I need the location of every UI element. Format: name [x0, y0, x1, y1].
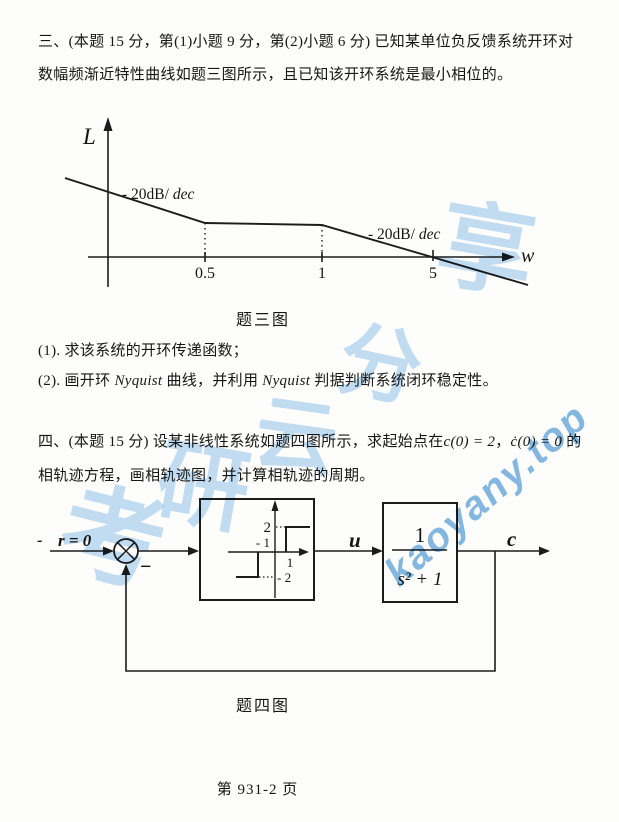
problem3-question1: (1). 求该系统的开环传递函数；: [38, 343, 249, 359]
relay-label-2: 2: [264, 520, 272, 536]
problem3-heading-line1: 三、(本题 15 分，第(1)小题 9 分，第(2)小题 6 分) 已知某单位负…: [38, 34, 574, 50]
reference-input-label: r = 0: [58, 531, 92, 550]
feedback-path: [125, 551, 496, 672]
c-signal-label: c: [507, 527, 517, 551]
error-arrow: [188, 546, 199, 556]
question2-text-a: (2). 画开环: [38, 373, 115, 389]
relay-label-minus-1: - 1: [256, 535, 270, 550]
p4-text-a: 四、(本题 15 分) 设某非线性系统如题四图所示，求起始点在: [38, 434, 444, 450]
nyquist-word-1: Nyquist: [114, 373, 163, 389]
tf-denominator: s² + 1: [398, 569, 443, 590]
bode-plot-figure: L w - 20dB/ dec - 20dB/ dec 0.5 1 5: [64, 117, 535, 287]
bode-tick-label-1: 1: [318, 265, 326, 282]
bode-tick-label-5: 5: [429, 265, 437, 282]
bode-x-axis-label: w: [521, 245, 535, 267]
page-number: 第 931-2 页: [216, 782, 299, 798]
problem3-heading-line2: 数幅频渐近特性曲线如题三图所示，且已知该开环系统是最小相位的。: [38, 67, 513, 83]
bode-slope-label-1: - 20dB/ dec: [122, 186, 194, 203]
question2-text-b: 曲线，并利用: [162, 373, 263, 389]
problem4-heading-line2: 相轨迹方程，画相轨迹图，并计算相轨迹的周期。: [38, 468, 375, 484]
relay-label-1: 1: [287, 555, 294, 570]
relay-label-minus-2: - 2: [277, 570, 291, 585]
p4-initial-condition-1: c(0) = 2: [443, 434, 496, 450]
bode-y-axis-label: L: [82, 124, 96, 149]
p4-comma: ，: [495, 434, 511, 450]
p4-text-tail: 的: [562, 434, 582, 450]
problem3-question2: (2). 画开环 Nyquist 曲线，并利用 Nyquist 判据判断系统闭环…: [38, 369, 498, 390]
output-arrow: [539, 546, 550, 556]
tf-numerator: 1: [415, 523, 426, 547]
input-dash-sign: -: [37, 532, 42, 549]
relay-x-axis-arrow: [299, 548, 309, 556]
block-diagram-figure: - r = 0 − 2 - 1 1 - 2 u 1: [37, 498, 550, 672]
bode-asymptote-curve: [64, 177, 529, 286]
watermark-char-fen: 分: [330, 312, 430, 419]
feedback-arrow: [121, 564, 131, 575]
bode-x-axis-arrow: [502, 252, 515, 262]
figure4-caption: 题四图: [235, 698, 290, 715]
u-arrow: [372, 546, 383, 556]
bode-y-axis-arrow: [103, 117, 113, 131]
summing-cross-2: [117, 542, 135, 560]
nyquist-word-2: Nyquist: [262, 373, 311, 389]
feedback-minus-sign: −: [140, 556, 151, 578]
p4-initial-condition-2: ċ(0) = 0: [510, 434, 563, 450]
transfer-function-block: [382, 502, 458, 603]
relay-block: [199, 498, 315, 601]
bode-slope-label-2: - 20dB/ dec: [368, 226, 440, 243]
question2-text-c: 判据判断系统闭环稳定性。: [310, 373, 498, 389]
problem4-heading-line1: 四、(本题 15 分) 设某非线性系统如题四图所示，求起始点在c(0) = 2，…: [38, 430, 582, 451]
figure3-caption: 题三图: [235, 312, 290, 329]
u-signal-label: u: [349, 528, 361, 552]
input-arrow: [103, 546, 114, 556]
relay-y-axis-arrow: [271, 500, 279, 511]
bode-tick-label-0-5: 0.5: [195, 265, 215, 282]
